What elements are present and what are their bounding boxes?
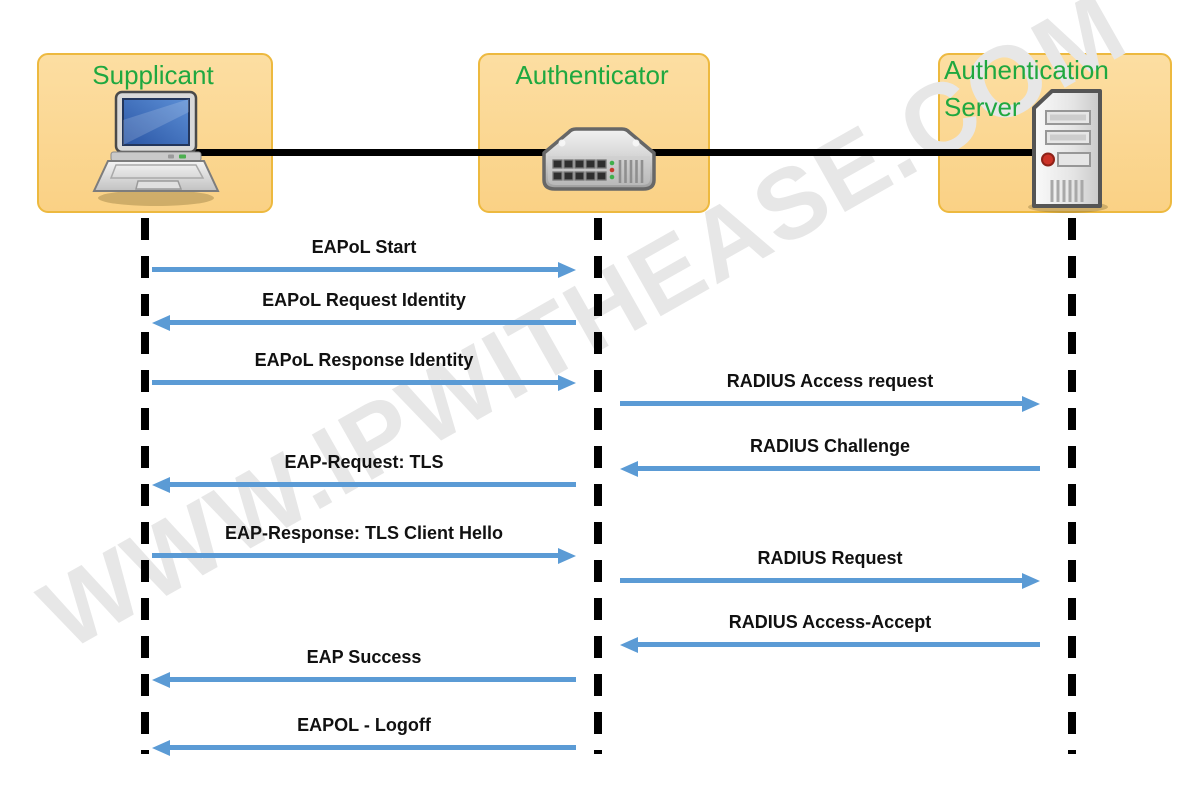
server-icon <box>1028 89 1108 213</box>
message-label: EAP-Response: TLS Client Hello <box>224 523 504 543</box>
switch-icon <box>542 127 656 191</box>
message-label: EAPoL Response Identity <box>254 350 474 370</box>
authentication-server-lifeline <box>1068 218 1076 754</box>
message-radius-access-accept: RADIUS Access-Accept <box>620 605 1040 653</box>
message-label: EAPoL Start <box>311 237 417 257</box>
arrow-right-icon <box>620 572 1040 589</box>
message-label: RADIUS Request <box>757 548 903 568</box>
supplicant-lifeline <box>141 218 149 754</box>
arrow-left-icon <box>152 314 576 331</box>
arrow-left-icon <box>620 636 1040 653</box>
message-label: RADIUS Access-Accept <box>728 612 932 632</box>
authentication-server-label: Authentication Server <box>944 55 1109 122</box>
arrow-left-icon <box>620 460 1040 477</box>
message-eapol-logoff: EAPOL - Logoff <box>152 708 576 756</box>
message-label: RADIUS Access request <box>726 371 934 391</box>
message-radius-challenge: RADIUS Challenge <box>620 429 1040 477</box>
message-eap-request-tls: EAP-Request: TLS <box>152 445 576 493</box>
message-eapol-request-identity: EAPoL Request Identity <box>152 283 576 331</box>
message-label: EAP-Request: TLS <box>284 452 444 472</box>
arrow-right-icon <box>620 395 1040 412</box>
message-label: RADIUS Challenge <box>749 436 911 456</box>
message-eapol-start: EAPoL Start <box>152 230 576 278</box>
arrow-left-icon <box>152 476 576 493</box>
message-label: EAP Success <box>306 647 422 667</box>
arrow-right-icon <box>152 374 576 391</box>
message-radius-access-request: RADIUS Access request <box>620 364 1040 412</box>
message-eap-response-tls-client-hello: EAP-Response: TLS Client Hello <box>152 516 576 564</box>
arrow-left-icon <box>152 739 576 756</box>
arrow-right-icon <box>152 547 576 564</box>
message-label: EAPOL - Logoff <box>297 715 431 735</box>
message-label: EAPoL Request Identity <box>262 290 466 310</box>
authenticator-lifeline <box>594 218 602 754</box>
arrow-left-icon <box>152 671 576 688</box>
message-radius-request: RADIUS Request <box>620 541 1040 589</box>
authenticator-label: Authenticator <box>515 60 669 90</box>
laptop-icon <box>92 90 220 206</box>
arrow-right-icon <box>152 261 576 278</box>
message-eap-success: EAP Success <box>152 640 576 688</box>
message-eapol-response-identity: EAPoL Response Identity <box>152 343 576 391</box>
supplicant-label: Supplicant <box>92 60 214 90</box>
